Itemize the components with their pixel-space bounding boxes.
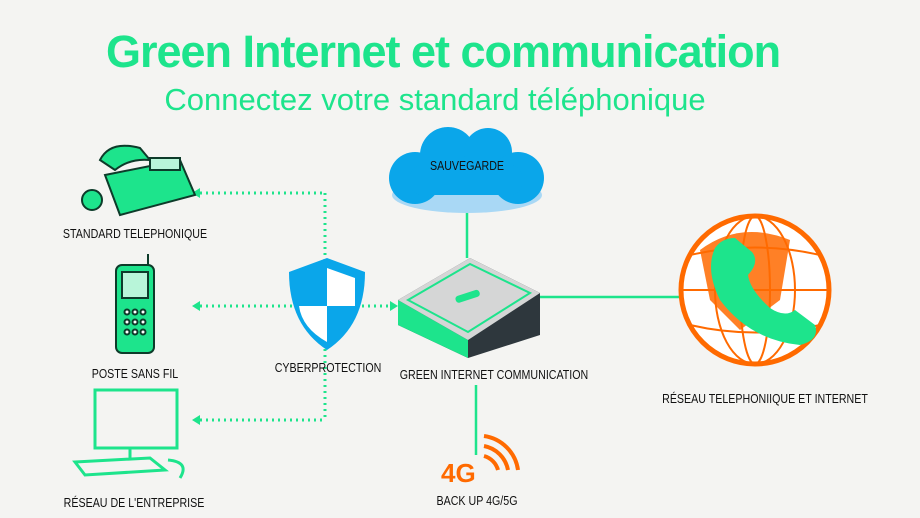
cloud-icon (389, 127, 544, 213)
poste-label: POSTE SANS FIL (91, 366, 179, 381)
page-subtitle: Connectez votre standard téléphonique (164, 82, 706, 117)
solid-connectors (465, 205, 680, 455)
computer-icon (72, 388, 185, 479)
backup-badge: 4G (441, 458, 476, 488)
sauvegarde-label: SAUVEGARDE (429, 158, 505, 173)
dotted-connectors (200, 191, 390, 422)
router-box-icon (398, 258, 540, 358)
page-title: Green Internet et communication (105, 26, 781, 77)
globe-phone-icon (678, 213, 832, 367)
reseau-internet-label: RÉSEAU TELEPHONIIQUE ET INTERNET (662, 391, 868, 406)
standard-label: STANDARD TELEPHONIQUE (62, 226, 208, 241)
shield-icon (289, 258, 365, 350)
arrowheads (192, 188, 398, 425)
desk-phone-icon (81, 144, 197, 217)
box-label: GREEN INTERNET COMMUNICATION (399, 367, 589, 382)
mobile-phone-icon (115, 254, 155, 354)
cyber-label: CYBERPROTECTION (274, 360, 382, 375)
backup-label: BACK UP 4G/5G (436, 493, 518, 508)
reseau-entreprise-label: RÉSEAU DE L'ENTREPRISE (63, 495, 205, 510)
signal-4g-icon (483, 434, 520, 471)
